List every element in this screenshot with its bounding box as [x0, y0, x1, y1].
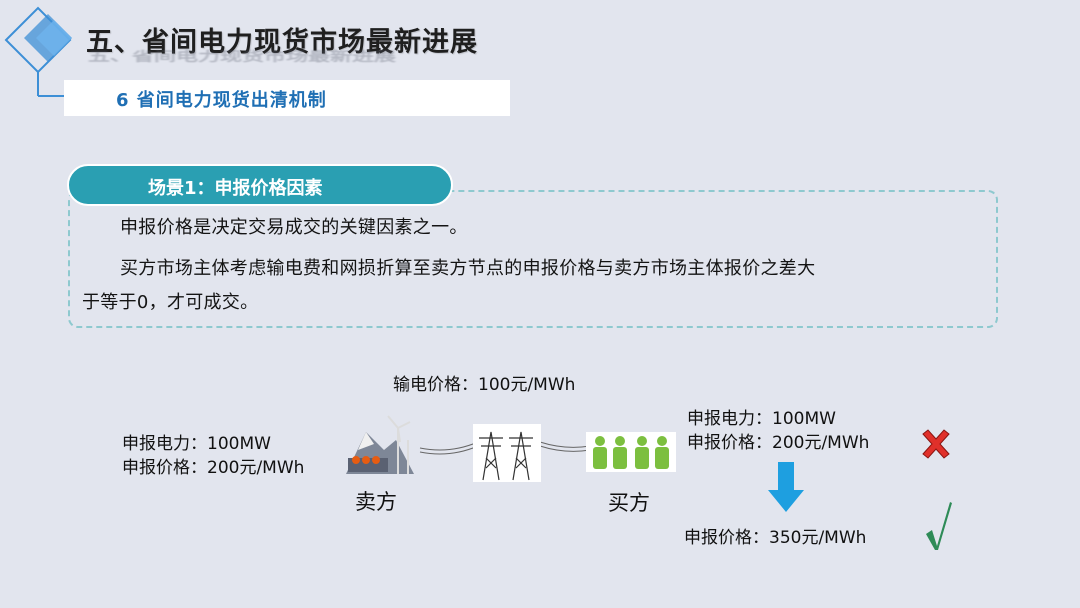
buyer-power-label: 申报电力：100MW	[687, 404, 836, 429]
buyer-new-price-label: 申报价格：350元/MWh	[684, 523, 866, 548]
power-plant-icon	[344, 410, 416, 476]
seller-label: 卖方	[355, 486, 397, 516]
scenario-tab-label: 场景1：申报价格因素	[148, 174, 323, 200]
down-arrow-icon	[766, 462, 806, 514]
scenario-paragraph: 申报价格是决定交易成交的关键因素之一。	[120, 213, 468, 239]
buyer-label: 买方	[608, 487, 650, 517]
transmission-tower-icon	[473, 424, 541, 482]
scenario-paragraph: 于等于0，才可成交。	[82, 288, 258, 314]
section-subtitle: 6 省间电力现货出清机制	[116, 86, 327, 112]
seller-price-label: 申报价格：200元/MWh	[122, 453, 304, 478]
title-reflection: 五、省间电力现货市场最新进展	[88, 46, 396, 65]
transmission-price-label: 输电价格：100元/MWh	[393, 370, 575, 395]
buyer-price-label: 申报价格：200元/MWh	[687, 428, 869, 453]
cross-icon	[920, 429, 952, 459]
seller-power-label: 申报电力：100MW	[122, 429, 271, 454]
scenario-paragraph: 买方市场主体考虑输电费和网损折算至卖方节点的申报价格与卖方市场主体报价之差大	[120, 254, 815, 280]
people-group-icon	[586, 432, 676, 472]
check-icon	[924, 500, 954, 552]
